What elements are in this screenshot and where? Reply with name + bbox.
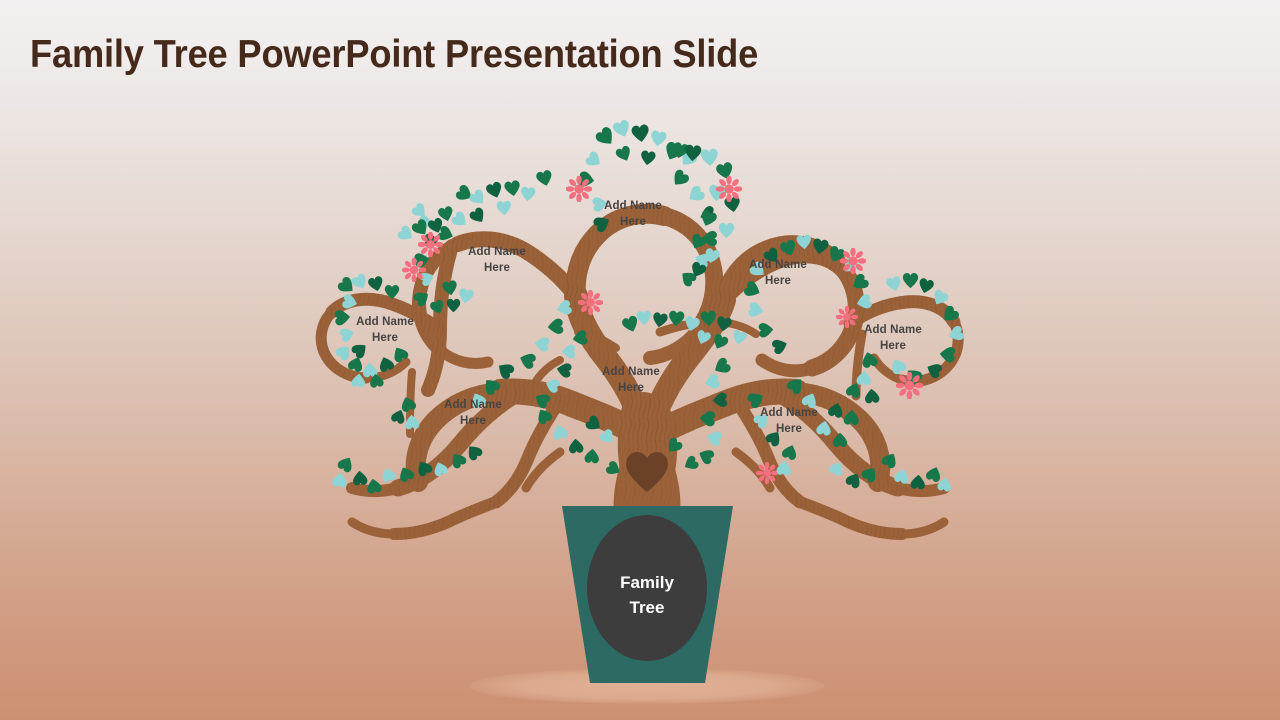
pot-title: Family Tree	[577, 570, 717, 620]
page-title: Family Tree PowerPoint Presentation Slid…	[30, 33, 759, 76]
name-label-line2: Here	[372, 332, 398, 344]
name-label-line1: Add Name	[864, 324, 922, 336]
pot-badge	[587, 515, 707, 661]
pot-title-line1: Family	[620, 573, 674, 592]
name-label-line1: Add Name	[444, 399, 502, 411]
name-label-line2: Here	[765, 275, 791, 287]
name-label-line1: Add Name	[749, 259, 807, 271]
name-label-line2: Here	[618, 382, 644, 394]
name-label-line2: Here	[620, 216, 646, 228]
name-label-line2: Here	[484, 262, 510, 274]
name-label-line1: Add Name	[468, 246, 526, 258]
name-label-line1: Add Name	[602, 366, 660, 378]
tree-pot	[562, 506, 733, 683]
name-label-line2: Here	[776, 423, 802, 435]
pot-title-line2: Tree	[629, 598, 665, 617]
name-label-line2: Here	[460, 415, 486, 427]
name-label-line1: Add Name	[356, 316, 414, 328]
trunk-heart-carving	[626, 452, 668, 492]
name-label-line2: Here	[880, 340, 906, 352]
name-label-line1: Add Name	[604, 200, 662, 212]
ground-shadow	[469, 668, 825, 704]
name-label-line1: Add Name	[760, 407, 818, 419]
